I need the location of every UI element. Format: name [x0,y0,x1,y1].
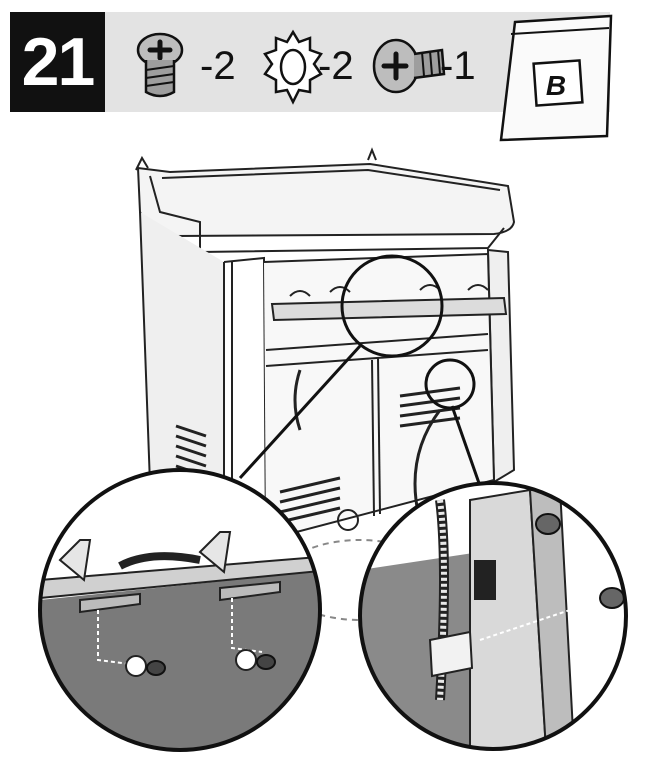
part-3-quantity: -1 [440,44,476,88]
part-1-quantity: -2 [200,44,236,88]
part-2-quantity: -2 [318,44,354,88]
star-lock-washer-icon [263,29,323,105]
step-number: 21 [10,12,105,112]
hardware-bag-icon [499,14,613,142]
bag-label: B [545,70,567,101]
pan-head-screw-icon [372,38,446,94]
flat-head-screw-icon [136,32,184,98]
